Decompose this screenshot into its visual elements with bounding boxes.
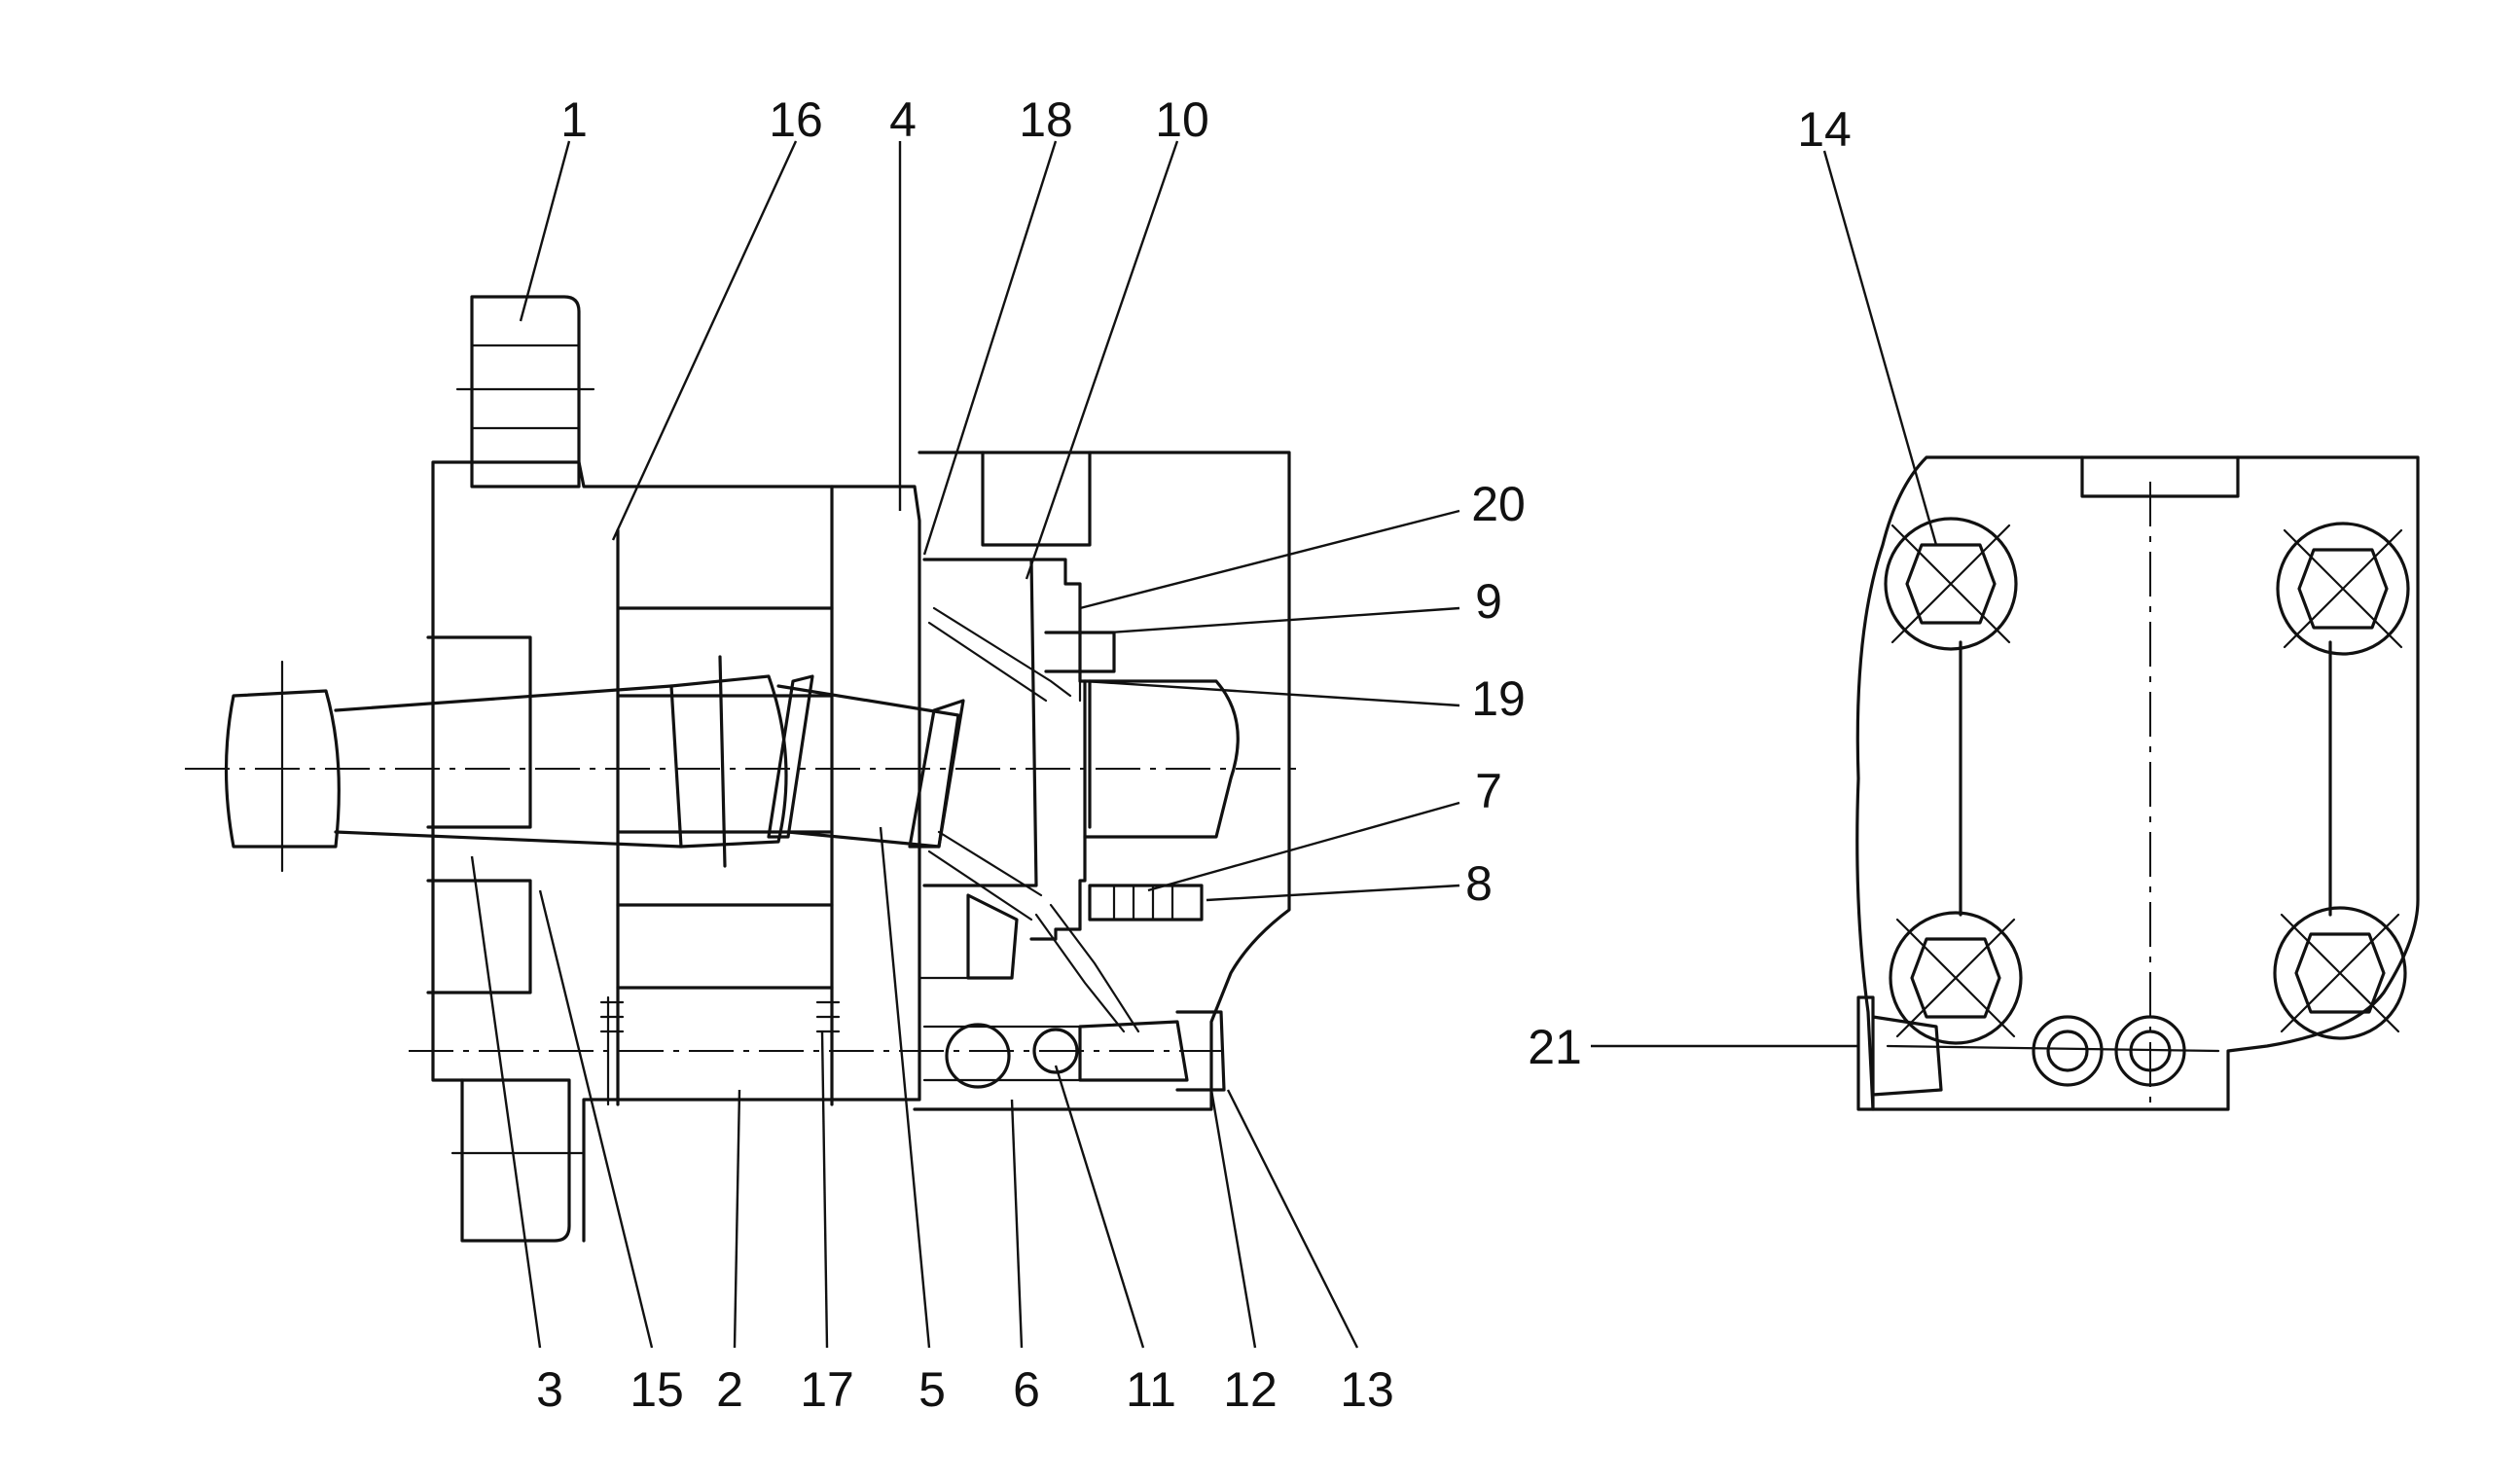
label-7: 7 [1475,764,1502,818]
label-13: 13 [1340,1362,1394,1417]
label-16: 16 [769,92,823,147]
check-ball-large [945,1023,1011,1089]
label-12: 12 [1223,1362,1278,1417]
end-housing [1855,455,2420,1111]
label-9: 9 [1475,574,1502,629]
spring-8 [1088,884,1204,922]
piston-rod [776,684,960,849]
output-shaft [334,684,683,849]
valve-plate [1029,558,1087,941]
plug-21 [1856,995,1943,1111]
label-11: 11 [1126,1362,1176,1417]
label-19: 19 [1471,671,1526,726]
bolt-top-right [2276,522,2410,656]
label-10: 10 [1155,92,1209,147]
label-21: 21 [1528,1020,1582,1074]
bolt-bottom-right [2273,906,2407,1040]
mounting-flange-lower [460,1078,571,1243]
drive-coupling [669,674,788,849]
label-3: 3 [536,1362,563,1417]
cylinder-block-upper [616,528,834,1106]
plug-12 [1078,1020,1189,1082]
label-15: 15 [630,1362,684,1417]
front-housing [431,460,921,1243]
lower-bore [966,893,1019,980]
piston-housing [1083,679,1240,839]
port-block [913,451,1291,1111]
label-5: 5 [918,1362,946,1417]
part-labels: 1 16 4 18 10 14 20 9 19 7 8 21 3 15 2 17… [536,92,1852,1417]
leader-lines [470,140,1938,1349]
shaft-end [224,689,341,849]
label-18: 18 [1019,92,1073,147]
label-17: 17 [800,1362,854,1417]
port-right [2114,1015,2186,1087]
label-20: 20 [1471,477,1526,531]
label-8: 8 [1465,856,1493,911]
mounting-flange [470,295,581,488]
label-6: 6 [1013,1362,1040,1417]
cross-section-view [185,295,1304,1243]
cylinder-bores [616,903,834,990]
label-1: 1 [560,92,588,147]
bolt-bottom-left [1889,911,2023,1045]
bolt-top-left [1884,517,2018,651]
label-4: 4 [889,92,917,147]
label-14: 14 [1797,102,1852,157]
port-left [2032,1015,2104,1087]
label-2: 2 [716,1362,743,1417]
end-view [1855,455,2420,1111]
check-ball-small [1032,1028,1079,1074]
